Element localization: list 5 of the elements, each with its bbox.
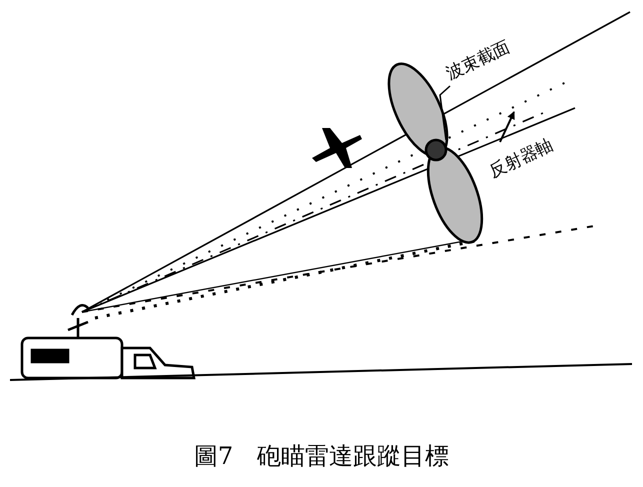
callout-label: 反射器軸 xyxy=(485,133,557,183)
callout-label: 波束截面 xyxy=(442,35,514,85)
figure-caption: 圖7 砲瞄雷達跟蹤目標 xyxy=(192,441,450,472)
arrow xyxy=(499,111,515,142)
leader-line xyxy=(439,85,450,140)
